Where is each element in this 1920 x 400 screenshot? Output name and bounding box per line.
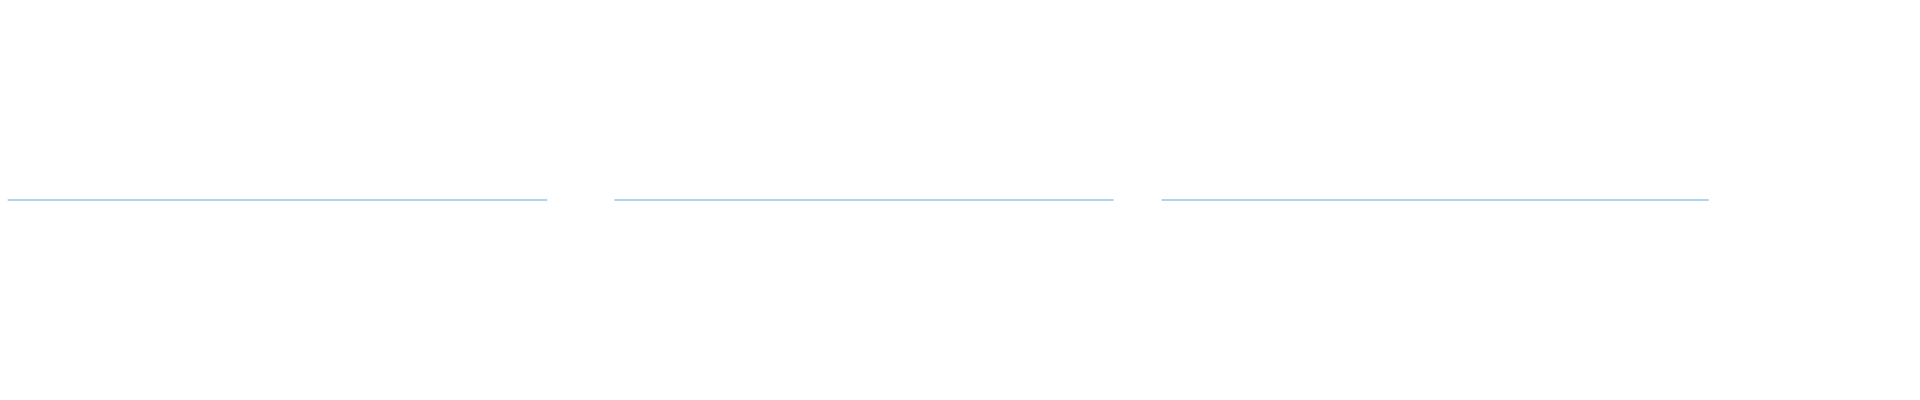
waveform-svg — [0, 0, 1709, 201]
